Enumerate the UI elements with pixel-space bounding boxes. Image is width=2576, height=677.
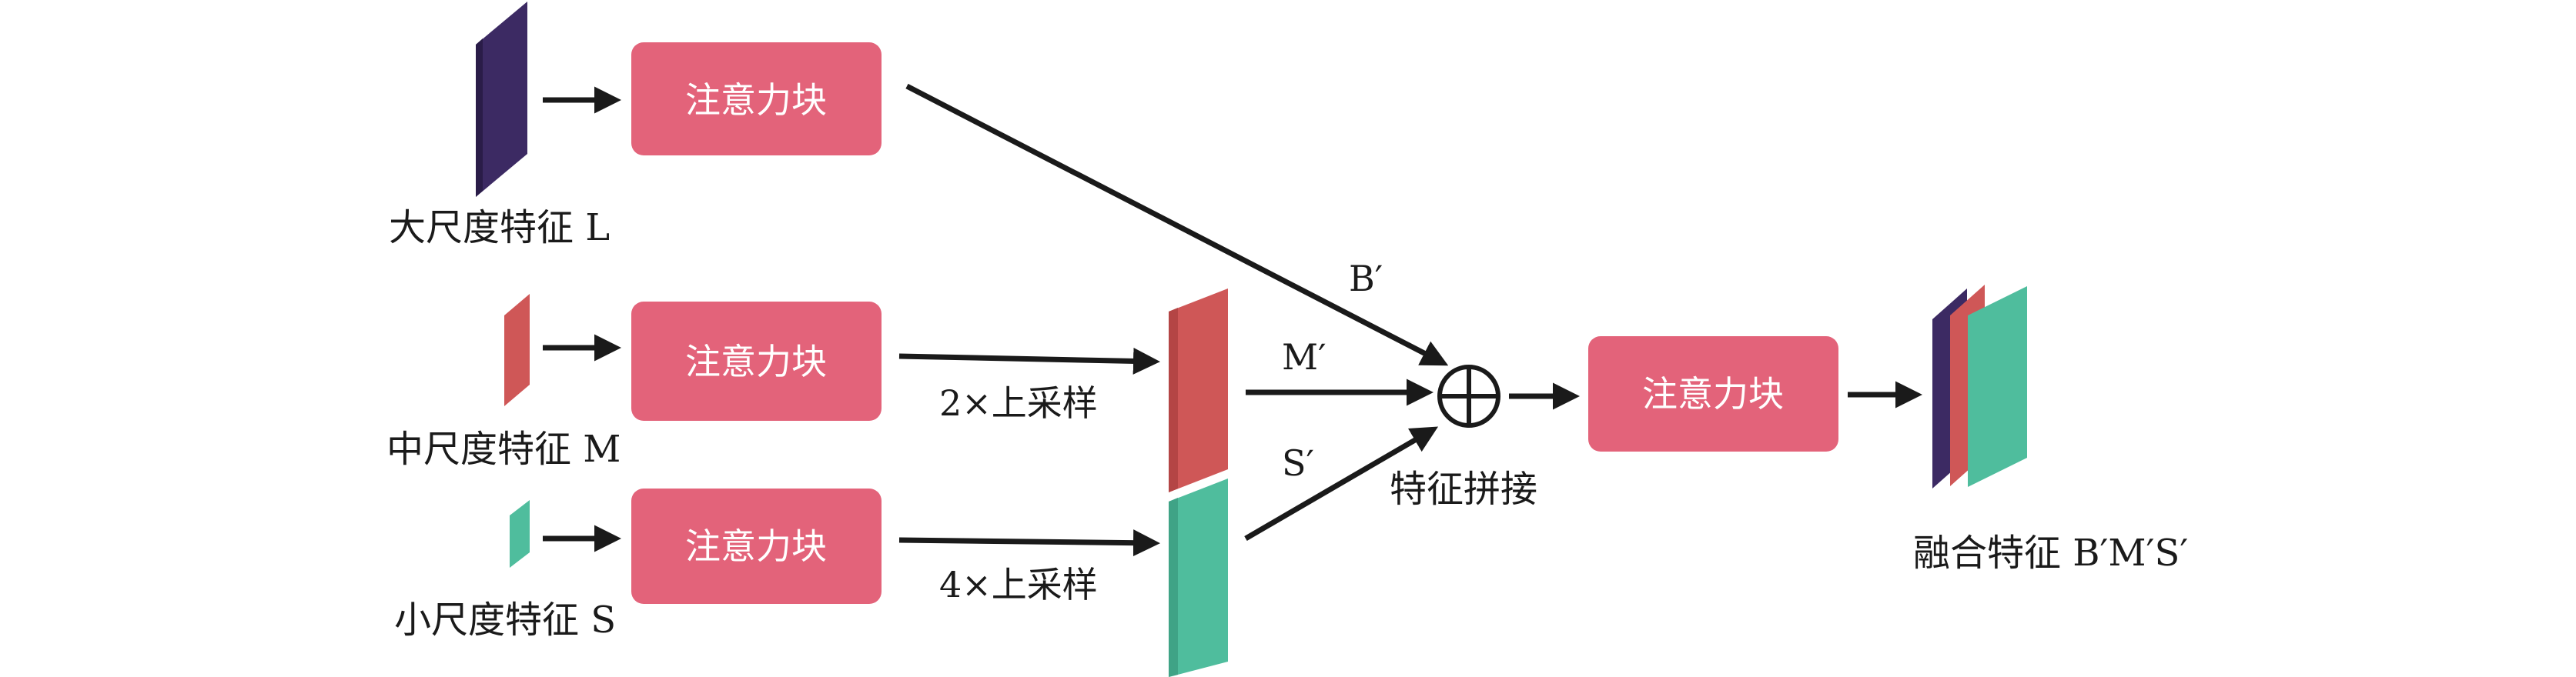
fused-feature-stack xyxy=(1932,285,2027,489)
upsampled-map-small xyxy=(1169,479,1228,677)
attention-block-large: 注意力块 xyxy=(631,42,882,155)
arrow-small-upsample xyxy=(898,529,1160,557)
input-label-medium: 中尺度特征 M xyxy=(386,428,621,471)
arrow-medium-upsample xyxy=(898,347,1160,375)
attention-block-label: 注意力块 xyxy=(685,341,827,382)
upsampled-map-medium xyxy=(1169,288,1228,492)
concat-label: 特征拼接 xyxy=(1390,468,1537,511)
attention-block-medium: 注意力块 xyxy=(631,302,882,421)
attention-block-fusion: 注意力块 xyxy=(1588,336,1838,452)
branch-label-m: M′ xyxy=(1282,336,1326,378)
output-label: 融合特征 B′M′S′ xyxy=(1913,532,2188,575)
feature-map-medium xyxy=(504,294,530,406)
attention-block-label: 注意力块 xyxy=(685,525,827,567)
arrow-branch-s xyxy=(1244,426,1439,542)
arrow-branch-b xyxy=(905,83,1449,366)
upsample-label-x4: 4×上采样 xyxy=(939,564,1098,605)
concat-operator-icon xyxy=(1437,365,1500,428)
branch-label-s: S′ xyxy=(1282,442,1314,484)
input-label-small: 小尺度特征 S xyxy=(394,599,616,642)
upsample-label-x2: 2×上采样 xyxy=(939,382,1098,424)
attention-block-label: 注意力块 xyxy=(1642,373,1784,415)
input-label-large: 大尺度特征 L xyxy=(389,206,610,249)
attention-block-small: 注意力块 xyxy=(631,489,882,604)
attention-block-label: 注意力块 xyxy=(685,79,827,121)
feature-map-small xyxy=(510,500,530,568)
branch-label-b: B′ xyxy=(1349,258,1383,299)
feature-map-large xyxy=(476,2,527,197)
